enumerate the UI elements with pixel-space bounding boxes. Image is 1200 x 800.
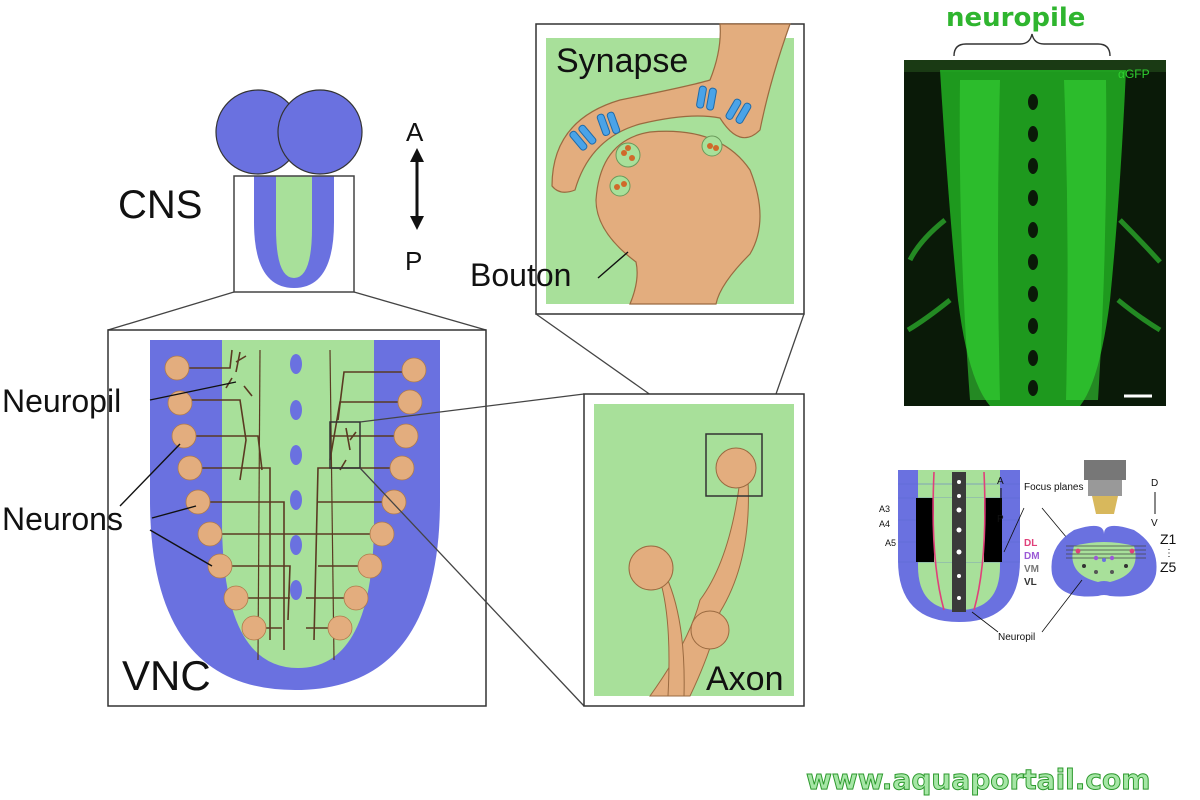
zoom-line-right (353, 291, 487, 331)
presynaptic-bouton (595, 130, 761, 305)
dl-tracts (932, 471, 986, 611)
cns-label: CNS (118, 183, 202, 227)
axon-label: Axon (706, 660, 784, 698)
micrograph-right-tract (1064, 80, 1107, 400)
neurons-pointer-1 (119, 443, 181, 507)
axon-bouton-mid (690, 610, 730, 650)
vesicles (609, 135, 723, 197)
cross-section-tracts (1075, 548, 1135, 574)
segment-a4-label: A4 (879, 519, 890, 529)
axon-bouton-top (715, 447, 757, 489)
z1-label: Z1 (1160, 531, 1177, 547)
bouton-pointer (597, 251, 629, 279)
neurons-right (327, 357, 427, 641)
ap-arrow-up (410, 148, 424, 162)
micrograph-midline-holes (1028, 94, 1038, 396)
zoom-line-left (107, 291, 235, 331)
cns-zoom-box (233, 175, 355, 293)
axon-panel: Axon (583, 393, 805, 707)
micrograph-title: neuropile (946, 3, 1085, 33)
axon-bouton-left (628, 545, 674, 591)
micrograph-left-tract (959, 80, 1000, 400)
vnc-mini-inner (276, 176, 312, 278)
objective-body (1084, 460, 1126, 480)
objective-mid (1088, 480, 1122, 496)
ventral-label: V (1151, 518, 1158, 529)
synapse-panel: Synapse Bouton (470, 23, 805, 315)
neurons-pointer-2 (151, 505, 197, 519)
dorsal-label: D (1151, 478, 1158, 489)
neurons-pointer-3 (149, 529, 213, 567)
anterior-label: A (406, 117, 424, 147)
neuropil-label: Neuropil (2, 383, 121, 419)
neuropile-brace (953, 33, 1111, 57)
vnc-panel: Neuropil Neurons VNC (2, 329, 487, 707)
focus-schematic: A3 A4 A5 A P Focus planes DL DM VM VL D (879, 460, 1177, 643)
objective-lens (1092, 496, 1118, 514)
vnc-label: VNC (122, 652, 211, 699)
focus-planes-label: Focus planes (1024, 482, 1083, 493)
vm-label: VM (1024, 564, 1039, 575)
cns-overview: CNS A P (107, 89, 487, 331)
axon-zoom-box (705, 433, 763, 497)
midline-dots (290, 354, 302, 600)
mini-neuropil-label: Neuropil (998, 632, 1035, 643)
neurons-label: Neurons (2, 501, 123, 537)
watermark: www.aquaportail.com (806, 763, 1150, 796)
z-ellipsis: ⋮ (1164, 548, 1174, 559)
synapse-label: Synapse (556, 42, 688, 80)
micrograph-panel: neuropile αGFP (904, 3, 1166, 406)
micrograph-nerves (906, 218, 1162, 333)
segment-a5-label: A5 (885, 538, 896, 548)
ap-arrow-down (410, 216, 424, 230)
vl-label: VL (1024, 577, 1037, 588)
brain-lobe-right (277, 89, 363, 175)
mini-midline-dots (956, 480, 962, 600)
postsynaptic-dendrite (551, 23, 791, 193)
posterior-label: P (405, 246, 422, 276)
z5-label: Z5 (1160, 559, 1177, 575)
mini-neuropil-pointer-2 (971, 611, 999, 633)
neuropil-pointer (149, 381, 237, 401)
mini-midline (952, 472, 966, 612)
neurons-left (164, 355, 267, 641)
focus-planes-pointer (1003, 507, 1025, 553)
receptors (569, 85, 752, 151)
dm-label: DM (1024, 551, 1040, 562)
mini-neuropil-pointer-1 (1041, 579, 1083, 633)
vnc-zoom-box (329, 421, 361, 469)
mini-posterior-label: P (997, 514, 1004, 525)
micrograph-stain-label: αGFP (1118, 67, 1150, 81)
segment-a3-label: A3 (879, 504, 890, 514)
bouton-label: Bouton (470, 257, 571, 293)
micrograph-top-band (904, 60, 1166, 72)
mini-anterior-label: A (997, 476, 1004, 487)
dl-label: DL (1024, 538, 1037, 549)
